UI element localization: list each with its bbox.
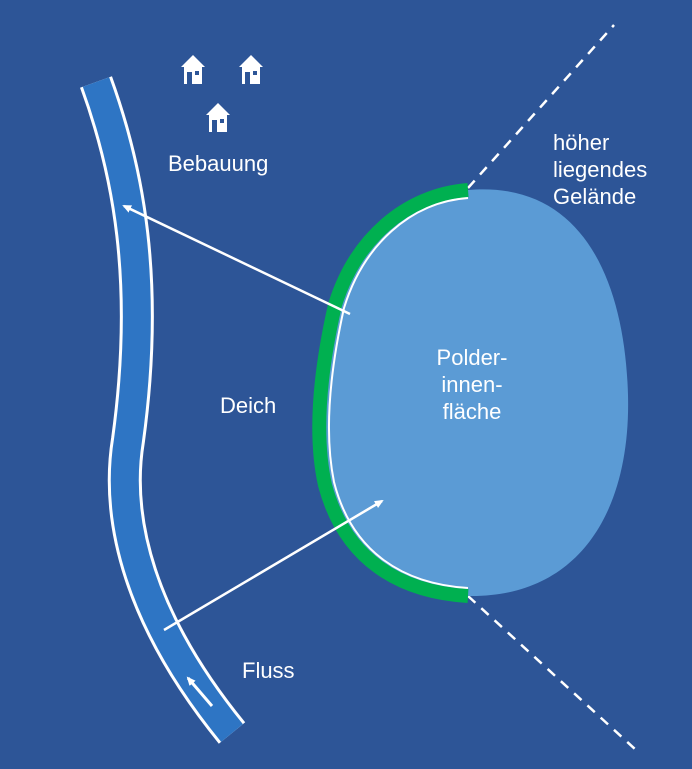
label-line: liegendes bbox=[553, 157, 648, 182]
polder-area bbox=[319, 189, 629, 597]
arrow-river-flow bbox=[186, 676, 214, 707]
label-fluss: Fluss bbox=[242, 658, 295, 683]
label-deich: Deich bbox=[220, 393, 277, 418]
house-icon bbox=[181, 55, 205, 84]
arrow-outflow bbox=[122, 204, 351, 316]
label-line: Polder- bbox=[436, 345, 508, 370]
dike bbox=[312, 183, 469, 603]
label-line: höher bbox=[553, 130, 610, 155]
label-hoeher-liegendes-gelaende: höher liegendes Gelände bbox=[553, 129, 647, 210]
river bbox=[80, 76, 246, 744]
label-polderinnenflaeche: Polder- innen- fläche bbox=[402, 344, 542, 425]
label-line: fläche bbox=[442, 399, 502, 424]
terrain-boundary-lower bbox=[467, 595, 637, 751]
label-bebauung: Bebauung bbox=[168, 151, 269, 176]
label-line: Gelände bbox=[553, 184, 637, 209]
house-icon bbox=[206, 103, 230, 132]
arrow-inflow bbox=[163, 499, 384, 632]
label-line: innen- bbox=[441, 372, 503, 397]
house-icon bbox=[239, 55, 263, 84]
terrain-boundary-upper bbox=[467, 24, 615, 189]
